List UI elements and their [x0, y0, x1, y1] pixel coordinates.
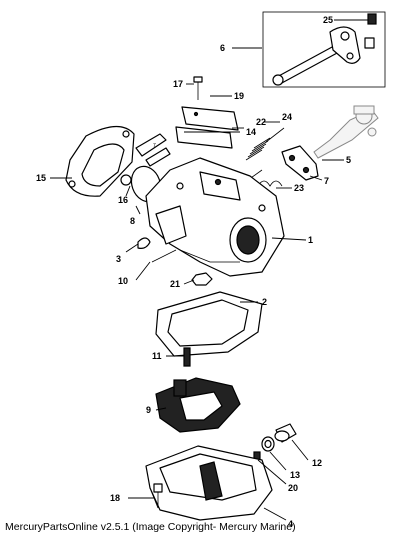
callout-1: 1	[308, 235, 313, 245]
copyright-caption: MercuryPartsOnline v2.5.1 (Image Copyrig…	[5, 521, 296, 533]
callout-13: 13	[290, 470, 300, 480]
part-glue-tubes: 7	[135, 133, 171, 167]
part-18-screw	[153, 483, 163, 508]
part-15-gasket	[65, 125, 135, 197]
part-12-plug	[274, 423, 297, 443]
callout-3: 3	[116, 254, 121, 264]
callout-15: 15	[36, 173, 46, 183]
part-5-lever	[313, 105, 379, 159]
part-16-fitting	[120, 174, 132, 186]
callout-10: 10	[118, 276, 128, 286]
callout-14: 14	[246, 127, 256, 137]
part-22-spring	[245, 137, 271, 161]
part-14-gasket	[175, 126, 233, 149]
callout-19: 19	[234, 91, 244, 101]
part-19-plate	[181, 106, 239, 131]
callout-9: 9	[146, 405, 151, 415]
callout-4: 4	[288, 519, 293, 529]
part-9-float	[155, 377, 241, 433]
part-17-screw	[193, 76, 203, 100]
part-21-nut	[191, 272, 213, 286]
part-4-float-bowl	[145, 445, 273, 521]
part-7-plate	[281, 145, 319, 181]
part-24-pin	[265, 127, 285, 143]
callout-11: 11	[152, 351, 162, 361]
callout-5: 5	[346, 155, 351, 165]
part-3-clip	[137, 237, 151, 249]
callout-22: 22	[256, 117, 266, 127]
callout-18: 18	[110, 493, 120, 503]
callout-7: 7	[324, 176, 329, 186]
callout-23: 23	[294, 183, 304, 193]
callout-21: 21	[170, 279, 180, 289]
leader-lines	[50, 19, 368, 521]
callout-labels: 6 25 17 19 14 22 24 15 16 8 5 7 23 1 3 1…	[36, 15, 351, 529]
callout-17: 17	[173, 79, 183, 89]
callout-16: 16	[118, 195, 128, 205]
callout-20: 20	[288, 483, 298, 493]
callout-2: 2	[262, 297, 267, 307]
part-2-gasket	[155, 291, 263, 357]
callout-24: 24	[282, 112, 292, 122]
part-10-pin	[151, 249, 177, 263]
callout-12: 12	[312, 458, 322, 468]
callout-25: 25	[323, 15, 333, 25]
part-11-pin	[183, 347, 191, 367]
svg-text:7: 7	[153, 143, 156, 149]
part-6-inset	[262, 11, 386, 88]
part-1-carburetor-body	[145, 157, 285, 277]
callout-6: 6	[220, 43, 225, 53]
callout-8: 8	[130, 216, 135, 226]
part-13-washer	[261, 436, 275, 452]
